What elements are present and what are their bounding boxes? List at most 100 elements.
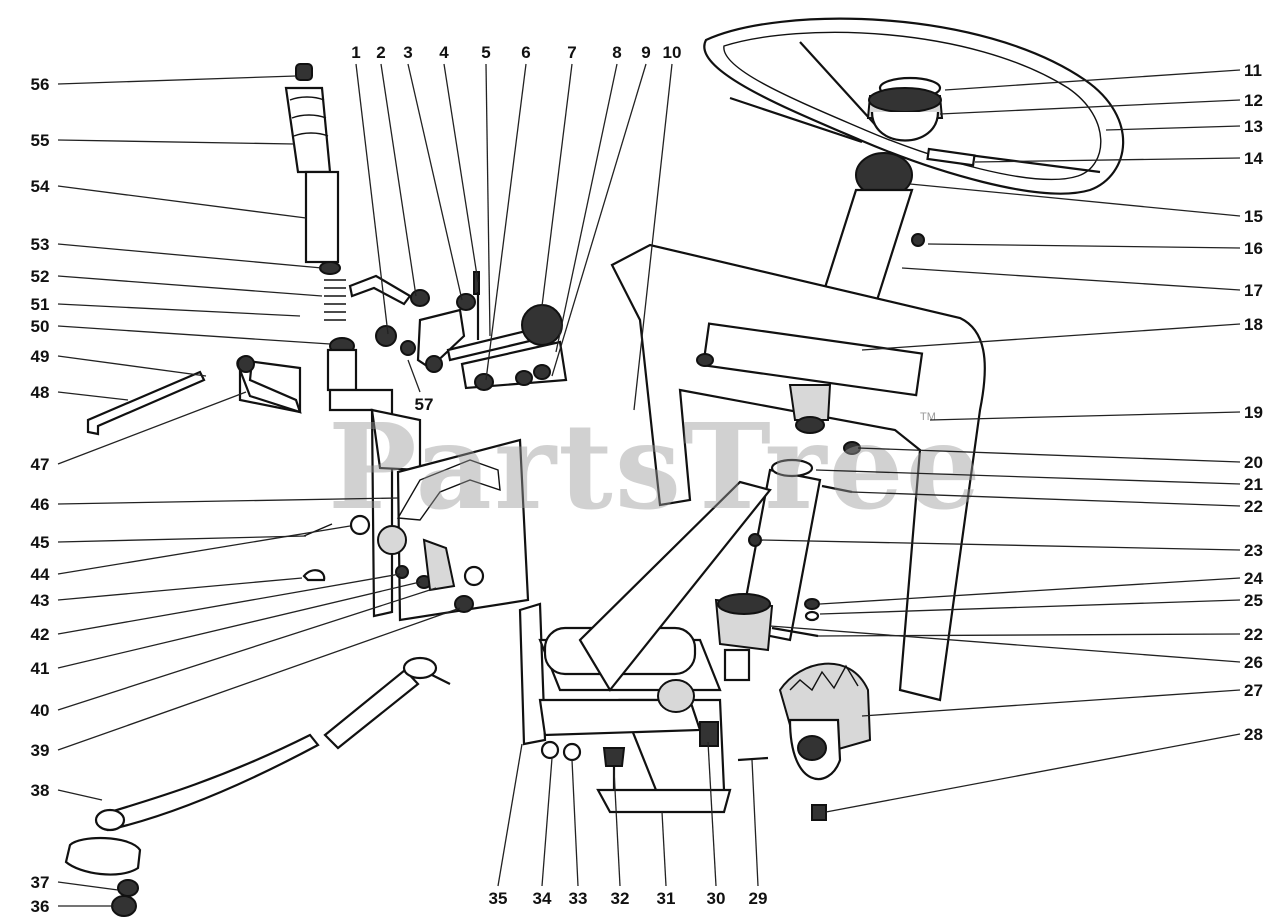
callout-51: 51 <box>31 295 50 314</box>
callout-22: 22 <box>1244 625 1263 644</box>
leader-line-26 <box>769 625 1241 663</box>
watermark-text: PartsTree <box>328 397 983 536</box>
leader-line-18 <box>861 323 1241 351</box>
callout-7: 7 <box>567 43 576 62</box>
callout-26: 26 <box>1244 653 1263 672</box>
callout-23: 23 <box>1244 541 1263 560</box>
callout-3: 3 <box>403 43 412 62</box>
callout-4: 4 <box>439 43 449 62</box>
leader-line-37 <box>57 881 119 891</box>
callout-2: 2 <box>376 43 385 62</box>
leader-line-34 <box>541 757 553 887</box>
leader-line-49 <box>57 355 207 377</box>
callout-20: 20 <box>1244 453 1263 472</box>
callout-21: 21 <box>1244 475 1263 494</box>
frame-bracket <box>518 480 772 814</box>
leader-line-22 <box>851 491 1241 507</box>
callout-37: 37 <box>31 873 50 892</box>
leader-line-30 <box>707 741 717 887</box>
callout-19: 19 <box>1244 403 1263 422</box>
leader-line-16 <box>927 243 1241 249</box>
leader-line-31 <box>661 811 667 887</box>
leader-line-11 <box>944 69 1241 91</box>
callout-9: 9 <box>641 43 650 62</box>
leader-line-46 <box>57 497 399 505</box>
leader-line-28 <box>825 733 1241 813</box>
callout-28: 28 <box>1244 725 1263 744</box>
callout-57: 57 <box>415 395 434 414</box>
callout-12: 12 <box>1244 91 1263 110</box>
callout-15: 15 <box>1244 207 1263 226</box>
leader-line-54 <box>57 185 307 219</box>
callout-24: 24 <box>1244 569 1263 588</box>
callout-11: 11 <box>1244 61 1262 80</box>
callout-1: 1 <box>351 43 360 62</box>
callout-6: 6 <box>521 43 530 62</box>
callout-45: 45 <box>31 533 50 552</box>
callout-17: 17 <box>1244 281 1263 300</box>
leader-line-2 <box>380 63 417 297</box>
callout-14: 14 <box>1244 149 1263 168</box>
leader-line-48 <box>57 391 129 401</box>
leader-line-29 <box>751 759 759 887</box>
drag-link <box>64 656 451 917</box>
leader-line-55 <box>57 139 295 145</box>
callout-30: 30 <box>707 889 726 908</box>
leader-line-1 <box>355 63 389 335</box>
leader-line-5 <box>485 63 491 337</box>
leader-line-35 <box>497 743 523 887</box>
leader-line-3 <box>407 63 463 301</box>
leader-line-47 <box>57 391 247 465</box>
callout-34: 34 <box>533 889 552 908</box>
callout-25: 25 <box>1244 591 1263 610</box>
callout-44: 44 <box>31 565 50 584</box>
callout-46: 46 <box>31 495 50 514</box>
callout-27: 27 <box>1244 681 1263 700</box>
callout-43: 43 <box>31 591 50 610</box>
callout-38: 38 <box>31 781 50 800</box>
leader-lines <box>57 63 1241 907</box>
leader-line-7 <box>541 63 573 307</box>
leader-line-4 <box>443 63 479 283</box>
callout-50: 50 <box>31 317 50 336</box>
leader-line-33 <box>571 759 579 887</box>
leader-line-10 <box>633 63 673 411</box>
leader-line-19 <box>929 411 1241 421</box>
leader-line-17 <box>901 267 1241 291</box>
callout-55: 55 <box>31 131 50 150</box>
callout-16: 16 <box>1244 239 1263 258</box>
leader-line-8 <box>555 63 618 353</box>
callout-52: 52 <box>31 267 50 286</box>
leader-line-6 <box>485 63 527 381</box>
leader-line-56 <box>57 75 297 85</box>
lower-steering-assembly <box>714 441 872 821</box>
leader-line-9 <box>551 63 647 377</box>
leader-line-45 <box>57 535 307 543</box>
callout-54: 54 <box>31 177 50 196</box>
callout-40: 40 <box>31 701 50 720</box>
callout-47: 47 <box>31 455 50 474</box>
callout-56: 56 <box>31 75 50 94</box>
leader-line-40 <box>57 587 437 711</box>
callout-22: 22 <box>1244 497 1263 516</box>
watermark-trademark: TM <box>920 411 936 423</box>
leader-line-42 <box>57 573 401 635</box>
leader-line-25 <box>819 599 1241 615</box>
callout-18: 18 <box>1244 315 1263 334</box>
callout-5: 5 <box>481 43 490 62</box>
callout-32: 32 <box>611 889 630 908</box>
leader-line-51 <box>57 303 301 317</box>
dash-panel <box>610 243 986 702</box>
callout-8: 8 <box>612 43 621 62</box>
callout-35: 35 <box>489 889 508 908</box>
leader-line-32 <box>613 769 621 887</box>
leader-line-15 <box>909 183 1241 217</box>
leader-line-21 <box>815 469 1241 485</box>
leader-line-39 <box>57 607 461 751</box>
watermark: PartsTree TM <box>328 397 983 536</box>
leader-line-43 <box>57 577 303 601</box>
callout-39: 39 <box>31 741 50 760</box>
callout-36: 36 <box>31 897 50 916</box>
callout-41: 41 <box>31 659 50 678</box>
